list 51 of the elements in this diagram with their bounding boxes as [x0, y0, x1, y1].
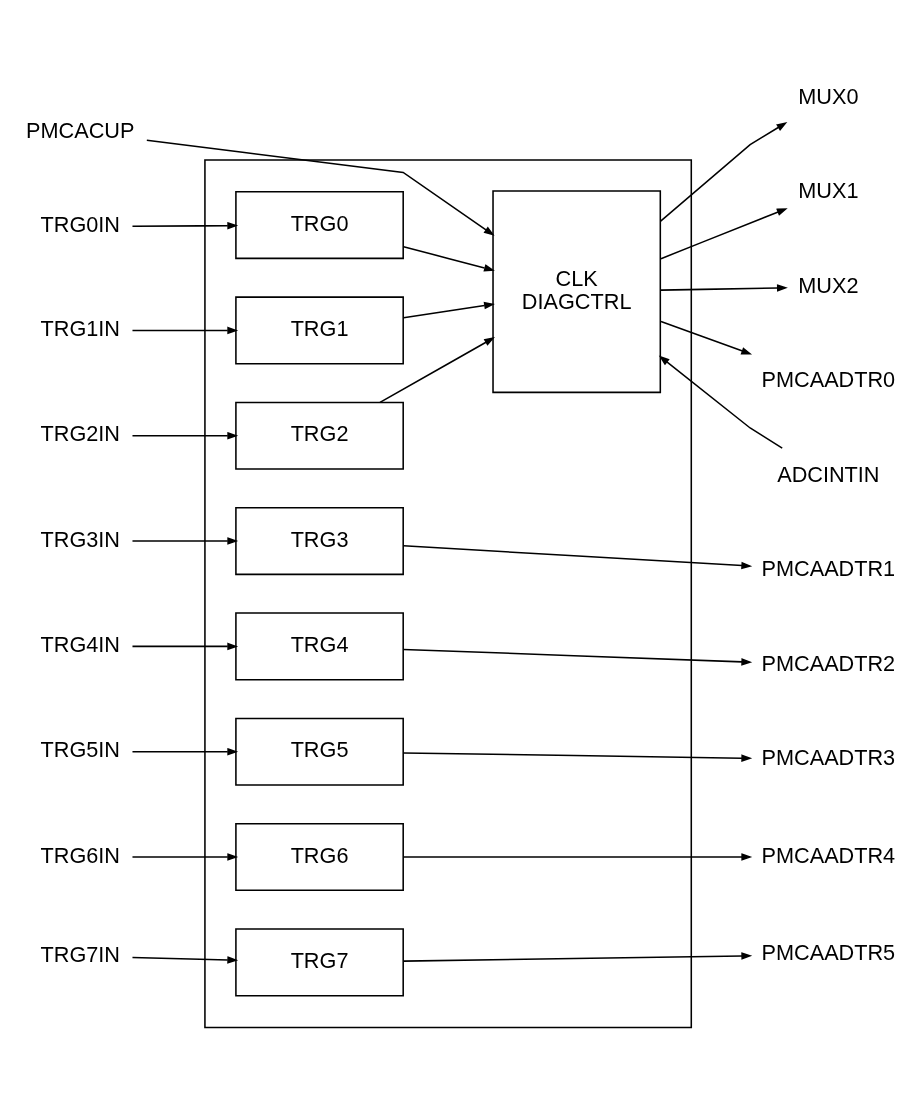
node-box: TRG5: [235, 717, 404, 786]
node-text: PMCAADTR2: [761, 650, 896, 676]
arrow: [131, 537, 239, 545]
node-box: TRG3: [235, 507, 404, 576]
node-text: TRG2IN: [40, 421, 120, 447]
node-text: PMCAADTR0: [761, 367, 896, 393]
arrow: [131, 853, 239, 861]
cluster: [204, 159, 693, 1029]
arrow: [131, 221, 239, 230]
node-box: TRG1: [235, 296, 404, 365]
node-box: TRG0: [235, 191, 404, 260]
node-box: CLK DIAGCTRL: [492, 190, 662, 394]
arrow: [402, 545, 753, 570]
node-box: TRG7: [235, 928, 404, 997]
node-text: TRG3IN: [40, 526, 120, 552]
node-text: MUX1: [798, 178, 859, 204]
node-text: MUX0: [798, 83, 859, 109]
arrow: [131, 326, 239, 335]
node-text: TRG4IN: [40, 632, 120, 658]
node-text: MUX2: [798, 272, 859, 298]
arrow: [131, 431, 239, 440]
node-box: TRG2: [235, 401, 404, 470]
arrow: [660, 284, 788, 292]
node-text: PMCAADTR5: [761, 940, 896, 966]
arrow: [146, 139, 495, 236]
node-text: TRG0IN: [40, 212, 120, 238]
arrow: [659, 122, 788, 222]
arrow: [402, 952, 753, 962]
node-box: TRG6: [235, 822, 404, 892]
arrow: [131, 747, 239, 756]
arrow: [658, 355, 783, 449]
arrow: [402, 752, 753, 762]
arrow: [660, 320, 753, 355]
node-text: PMCAADTR3: [761, 745, 896, 771]
node-text: TRG1IN: [40, 316, 120, 342]
arrow: [402, 853, 753, 861]
node-text: TRG5IN: [40, 737, 120, 763]
arrow: [402, 648, 753, 666]
node-text: PMCAADTR1: [761, 556, 896, 582]
node-text: TRG7IN: [40, 941, 120, 967]
arrow: [131, 956, 239, 964]
arrow: [131, 642, 239, 651]
node-text: PMCACUP: [26, 117, 135, 143]
arrow: [379, 337, 495, 404]
arrow: [402, 301, 495, 319]
node-text: ADCINTIN: [777, 461, 880, 487]
node-text: PMCAADTR4: [761, 842, 896, 868]
arrow: [660, 208, 788, 260]
node-box: TRG4: [235, 612, 404, 681]
arrow: [402, 245, 495, 272]
node-text: TRG6IN: [40, 842, 120, 868]
